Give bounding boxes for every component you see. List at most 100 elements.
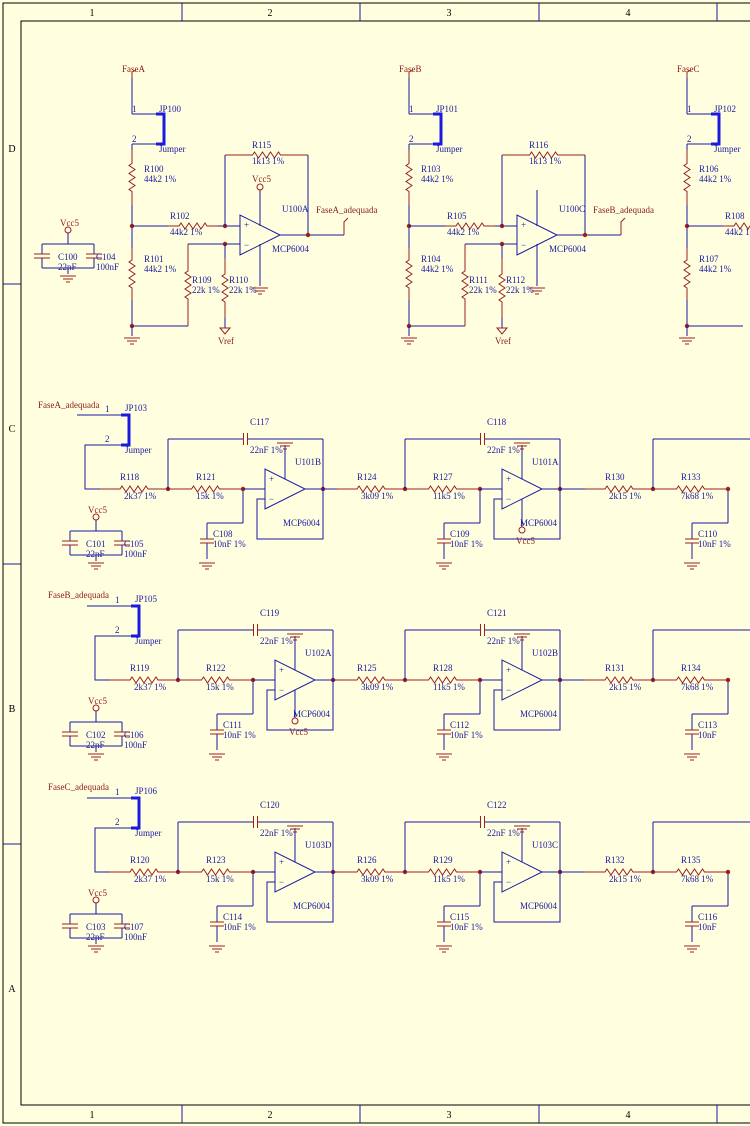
capacitor-value: 22nF 1% — [487, 828, 520, 838]
resistor-symbol — [178, 676, 253, 684]
capacitor-designator: C113 — [698, 720, 718, 730]
net-label: FaseA_adequada — [38, 400, 99, 410]
jumper-designator: JP105 — [135, 594, 158, 604]
capacitor-designator: C116 — [698, 912, 718, 922]
resistor-value: 2k15 1% — [609, 491, 642, 501]
capacitor-value: 10nF 1% — [698, 539, 731, 549]
net-label: FaseB — [399, 64, 422, 74]
opamp-designator: U103C — [532, 840, 558, 850]
capacitor-designator: C121 — [487, 608, 507, 618]
resistor-value: 44k2 1% — [725, 227, 750, 237]
capacitor-designator: C103 — [86, 922, 106, 932]
capacitor-value: 22nF — [58, 262, 77, 272]
jumper-type: Jumper — [125, 445, 152, 455]
resistor-value: 7k68 1% — [681, 874, 714, 884]
resistor-designator: R106 — [699, 164, 719, 174]
column-label: 2 — [268, 1110, 273, 1121]
column-label: 1 — [90, 1110, 95, 1121]
opamp-part: MCP6004 — [293, 709, 331, 719]
jumper-designator: JP100 — [159, 104, 182, 114]
resistor-designator: R110 — [229, 275, 249, 285]
jumper-designator: JP101 — [436, 104, 458, 114]
resistor-value: 44k2 1% — [421, 264, 454, 274]
jumper-type: Jumper — [159, 144, 186, 154]
jumper-type: Jumper — [135, 636, 162, 646]
inner-border — [20, 20, 750, 1106]
capacitor-designator: C112 — [450, 720, 469, 730]
resistor-designator: R101 — [144, 254, 164, 264]
resistor-symbol — [128, 150, 136, 205]
jumper-designator: JP102 — [714, 104, 736, 114]
capacitor-value: 22nF 1% — [487, 636, 520, 646]
resistor-designator: R100 — [144, 164, 164, 174]
resistor-value: 3k09 1% — [361, 874, 394, 884]
column-label: 2 — [268, 8, 273, 19]
wire — [94, 827, 110, 873]
opamp-pin-sign: + — [506, 474, 511, 484]
net-flag — [131, 69, 137, 78]
jumper-type: Jumper — [135, 828, 162, 838]
capacitor-value: 100nF — [124, 932, 147, 942]
jumper-designator: JP103 — [125, 403, 148, 413]
opamp-pin-sign: − — [279, 685, 284, 695]
capacitor-designator: C119 — [260, 608, 280, 618]
resistor-symbol — [225, 151, 308, 159]
capacitor-designator: C120 — [260, 800, 280, 810]
resistor-value: 11k5 1% — [433, 682, 465, 692]
capacitor-value: 10nF 1% — [450, 539, 483, 549]
resistor-designator: R126 — [357, 855, 377, 865]
resistor-designator: R135 — [681, 855, 701, 865]
resistor-symbol — [683, 248, 691, 300]
jumper-bar — [433, 112, 443, 146]
capacitor-designator: C104 — [96, 252, 116, 262]
capacitor-designator: C115 — [450, 912, 470, 922]
opamp-pin-sign: + — [269, 474, 274, 484]
resistor-designator: R130 — [605, 472, 625, 482]
jumper-designator: JP106 — [135, 786, 158, 796]
capacitor-designator: C110 — [698, 529, 718, 539]
jumper-bar — [121, 413, 131, 447]
resistor-designator: R134 — [681, 663, 701, 673]
capacitor-designator: C105 — [124, 539, 144, 549]
resistor-designator: R103 — [421, 164, 441, 174]
pin-number: 2 — [105, 434, 110, 444]
resistor-designator: R133 — [681, 472, 701, 482]
resistor-value: 44k2 1% — [699, 264, 732, 274]
capacitor-value: 22nF — [86, 549, 105, 559]
capacitor-designator: C107 — [124, 922, 144, 932]
power-net-label: Vcc5 — [88, 888, 107, 898]
resistor-value: 15k 1% — [206, 682, 234, 692]
net-flag — [620, 217, 626, 235]
capacitor-designator: C114 — [223, 912, 243, 922]
jumper-bar — [131, 604, 141, 638]
resistor-designator: R127 — [433, 472, 453, 482]
resistor-symbol — [723, 222, 750, 230]
junction-dot — [725, 869, 731, 875]
resistor-symbol — [502, 151, 585, 159]
opamp-pin-sign: + — [506, 665, 511, 675]
net-flag — [408, 69, 414, 78]
resistor-symbol — [405, 150, 413, 205]
resistor-value: 22k 1% — [506, 285, 534, 295]
row-label: B — [9, 704, 16, 715]
resistor-designator: R128 — [433, 663, 453, 673]
resistor-value: 44k2 1% — [447, 227, 480, 237]
capacitor-designator: C106 — [124, 730, 144, 740]
capacitor-designator: C111 — [223, 720, 242, 730]
capacitor-designator: C108 — [213, 529, 233, 539]
capacitor-designator: C100 — [58, 252, 78, 262]
resistor-designator: R109 — [192, 275, 212, 285]
capacitor-value: 22nF 1% — [487, 445, 520, 455]
row-label: C — [9, 424, 16, 435]
net-label: Vref — [495, 336, 511, 346]
opamp-designator: U102B — [532, 648, 558, 658]
net-flag — [343, 217, 349, 235]
jumper-bar — [131, 796, 141, 830]
resistor-value: 44k2 1% — [421, 174, 454, 184]
resistor-designator: R118 — [120, 472, 140, 482]
resistor-value: 44k2 1% — [699, 174, 732, 184]
jumper-bar — [156, 112, 166, 146]
